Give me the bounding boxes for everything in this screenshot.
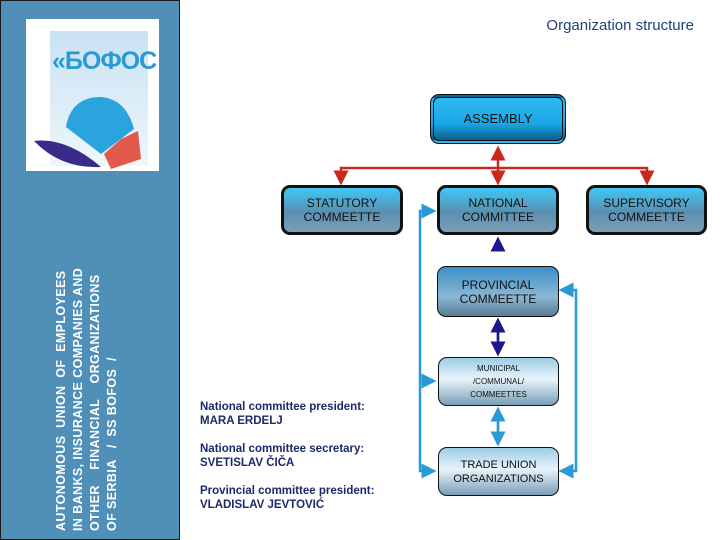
page-title: Organization structure: [546, 17, 694, 34]
assembly-box: ASSEMBLY: [430, 94, 566, 144]
officials-list: National committee president:MARA ERDELJ…: [200, 400, 374, 526]
bofos-logo: «БОФОС: [26, 19, 159, 171]
official-entry: National committee president:MARA ERDELJ: [200, 401, 365, 427]
municipal-committees-box: MUNICIPAL/COMMUNAL/COMMEETTES: [438, 357, 559, 406]
official-entry: Provincial committee president:VLADISLAV…: [200, 485, 375, 511]
official-entry: National committee secretary:SVETISLAV Č…: [200, 443, 365, 469]
assembly-label: ASSEMBLY: [463, 111, 533, 126]
